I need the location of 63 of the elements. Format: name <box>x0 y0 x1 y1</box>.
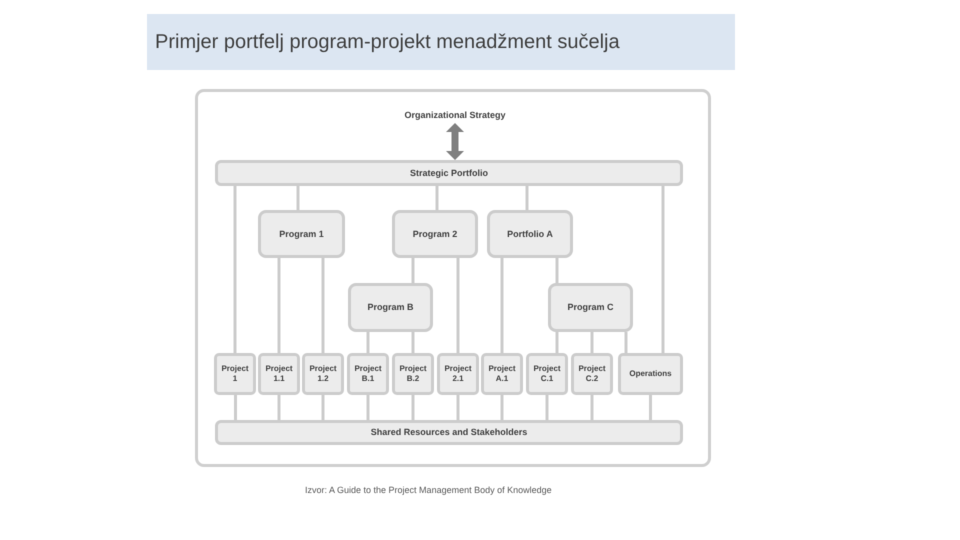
box-label: Project 1.2 <box>308 364 338 384</box>
connector-line <box>322 395 324 420</box>
program-box <box>548 283 633 332</box>
connector-line <box>366 332 370 353</box>
box-label: Project A.1 <box>487 364 517 384</box>
connector-line <box>590 332 594 353</box>
connector-line <box>436 186 438 210</box>
box-label: Program B <box>367 302 414 313</box>
box-label: Operations <box>629 369 672 379</box>
project-box <box>481 353 523 395</box>
box-label: Portfolio A <box>507 228 553 240</box>
connector-line <box>296 186 300 210</box>
box-label: Program 2 <box>412 228 458 240</box>
connector-line <box>234 395 237 420</box>
resources-bar <box>215 420 683 445</box>
connector-line <box>412 258 414 283</box>
connector-line <box>412 332 414 353</box>
connector-line <box>546 395 548 420</box>
connector-line <box>649 395 652 420</box>
connector-line <box>366 395 370 420</box>
box-label: Project 1.1 <box>264 364 294 384</box>
box-label: Project B.1 <box>353 364 383 384</box>
project-box <box>214 353 256 395</box>
connector-line <box>556 332 558 353</box>
connector-line <box>662 186 664 353</box>
strategy-text: Organizational Strategy <box>404 110 506 120</box>
slide-title: Primjer portfelj program-projekt menadžment sučelja <box>155 30 620 54</box>
box-label: Project C.2 <box>577 364 607 384</box>
connector-line <box>234 186 236 353</box>
operations-box <box>618 353 683 395</box>
box-label: Project C.1 <box>532 364 562 384</box>
project-box <box>347 353 389 395</box>
connector-line <box>590 395 594 420</box>
box-label: Project B.2 <box>398 364 428 384</box>
connector-line <box>624 332 628 353</box>
box-label: Strategic Portfolio <box>410 168 488 178</box>
connector-line <box>456 395 460 420</box>
source-caption: Izvor: A Guide to the Project Management Body of Knowledge <box>305 485 552 495</box>
box-label: Program 1 <box>279 228 324 240</box>
project-box <box>258 353 300 395</box>
project-box <box>571 353 613 395</box>
portfolio-box <box>487 210 573 258</box>
box-label: Shared Resources and Stakeholders <box>370 427 528 438</box>
program-box <box>392 210 478 258</box>
project-box <box>526 353 568 395</box>
program-box <box>348 283 433 332</box>
connector-line <box>500 258 504 353</box>
project-box <box>392 353 434 395</box>
connector-line <box>278 258 280 353</box>
program-box <box>258 210 345 258</box>
connector-line <box>500 395 504 420</box>
connector-line <box>526 186 528 210</box>
connector-line <box>412 395 414 420</box>
box-label: Project 1 <box>220 364 250 384</box>
connector-line <box>322 258 324 353</box>
portfolio-bar <box>215 160 683 186</box>
connector-line <box>556 258 558 283</box>
box-label: Project 2.1 <box>443 364 473 384</box>
connector-line <box>278 395 280 420</box>
project-box <box>302 353 344 395</box>
box-label: Program C <box>567 302 614 313</box>
project-box <box>437 353 479 395</box>
connector-line <box>456 258 460 353</box>
